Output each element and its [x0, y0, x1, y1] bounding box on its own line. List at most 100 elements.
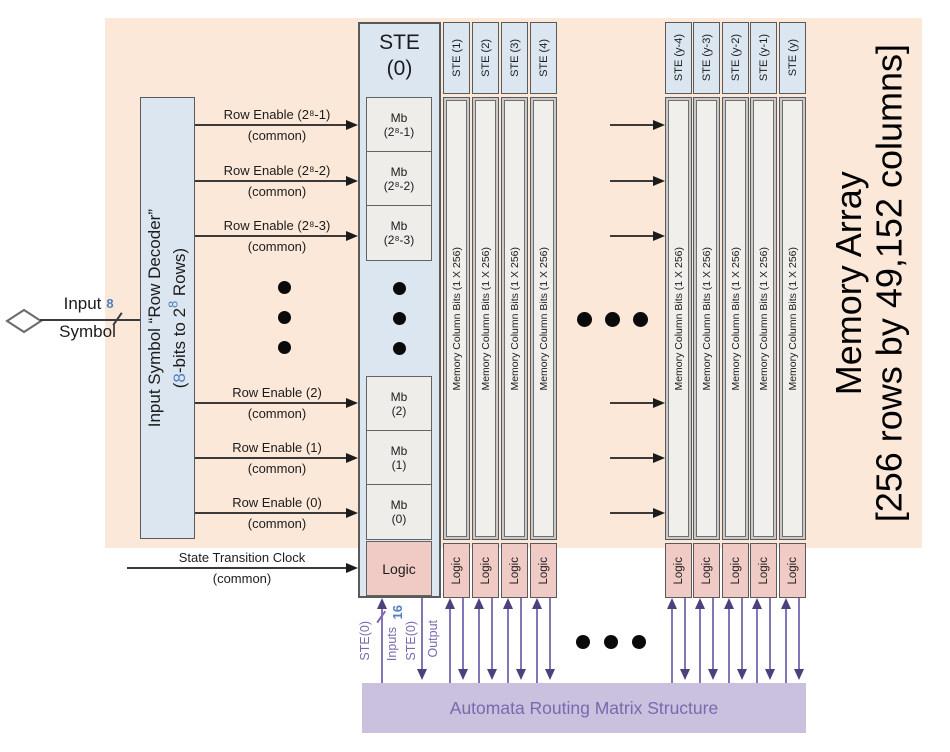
mb-cell: Mb(2)	[366, 376, 432, 432]
memory-column: Memory Column Bits (1 X 256)	[722, 97, 749, 540]
ste-column-logic: Logic	[530, 543, 557, 598]
ste-column-header: STE (y-4)	[665, 22, 692, 94]
input-symbol-line	[40, 319, 140, 321]
ste-column-logic: Logic	[750, 543, 777, 598]
memory-array-title: Memory Array	[828, 170, 870, 396]
row-enable-common: (common)	[247, 406, 307, 421]
symbol-label: Symbol	[59, 322, 116, 341]
ste-column-2: STE (2) Memory Column Bits (1 X 256) Log…	[472, 22, 499, 598]
mb-cell: Mb(1)	[366, 430, 432, 486]
ste-column-4: STE (4) Memory Column Bits (1 X 256) Log…	[530, 22, 557, 598]
ste-column-logic: Logic	[722, 543, 749, 598]
ste-column-y4: STE (y-4) Memory Column Bits (1 X 256) L…	[665, 22, 692, 598]
ste-column-1: STE (1) Memory Column Bits (1 X 256) Log…	[443, 22, 470, 598]
row-enable-label: Row Enable (1)	[232, 440, 322, 455]
row-enable-common: (common)	[247, 461, 307, 476]
routing-matrix-box: Automata Routing Matrix Structure	[362, 683, 806, 733]
memory-column: Memory Column Bits (1 X 256)	[472, 97, 499, 540]
row-enable-arrowhead	[346, 120, 358, 130]
ste-column-3: STE (3) Memory Column Bits (1 X 256) Log…	[501, 22, 528, 598]
row-enable-line	[195, 180, 347, 182]
row-decoder-line1: Input Symbol “Row Decoder”	[145, 208, 165, 428]
ste-column-header: STE (4)	[530, 22, 557, 94]
row-enable-line	[195, 457, 347, 459]
ste0-output-label-2: Output	[426, 620, 440, 658]
ellipsis-dot	[393, 282, 406, 295]
row-enable-label: Row Enable (2⁸-3)	[223, 218, 331, 233]
ellipsis-dot	[393, 312, 406, 325]
routing-matrix-label: Automata Routing Matrix Structure	[449, 697, 719, 718]
ste-column-header: STE (1)	[443, 22, 470, 94]
ste0-output-label-1: STE(0)	[404, 621, 418, 661]
row-enable-arrowhead	[346, 231, 358, 241]
memory-column: Memory Column Bits (1 X 256)	[750, 97, 777, 540]
input-symbol-diamond	[5, 308, 43, 334]
ste-column-header: STE (y)	[779, 22, 806, 94]
ste-column-y: STE (y) Memory Column Bits (1 X 256) Log…	[779, 22, 806, 598]
row-enable-line	[195, 512, 347, 514]
row-enable-arrowhead	[346, 508, 358, 518]
memory-column: Memory Column Bits (1 X 256)	[665, 97, 692, 540]
row-enable-line	[195, 402, 347, 404]
ste-column-header: STE (3)	[501, 22, 528, 94]
ste0-header-line2: (0)	[386, 57, 413, 81]
ste-column-header: STE (y-1)	[750, 22, 777, 94]
memory-column: Memory Column Bits (1 X 256)	[443, 97, 470, 540]
row-enable-label: Row Enable (0)	[232, 495, 322, 510]
memory-column: Memory Column Bits (1 X 256)	[501, 97, 528, 540]
row-enable-label: Row Enable (2⁸-1)	[223, 107, 331, 122]
row-enable-label: Row Enable (2⁸-2)	[223, 163, 331, 178]
ellipsis-dot	[393, 342, 406, 355]
ellipsis-dot	[577, 312, 592, 327]
ste-column-header: STE (2)	[472, 22, 499, 94]
mb-cell: Mb(2⁸-3)	[366, 205, 432, 261]
row-enable-common: (common)	[247, 128, 307, 143]
ellipsis-dot	[278, 311, 291, 324]
ste-column-logic: Logic	[693, 543, 720, 598]
ellipsis-dot	[604, 635, 618, 649]
ellipsis-dot	[632, 635, 646, 649]
ste-column-logic: Logic	[665, 543, 692, 598]
ste-column-header: STE (y-3)	[693, 22, 720, 94]
clock-line	[127, 567, 347, 569]
ste-column-y2: STE (y-2) Memory Column Bits (1 X 256) L…	[722, 22, 749, 598]
ste-column-logic: Logic	[501, 543, 528, 598]
row-decoder-line2: (8-bits to 28 Rows)	[165, 247, 190, 389]
ste0-logic: Logic	[366, 541, 432, 596]
ste0-header: STE (0)	[360, 30, 439, 83]
clock-common: (common)	[212, 571, 272, 586]
memory-column: Memory Column Bits (1 X 256)	[530, 97, 557, 540]
ste-column-header: STE (y-2)	[722, 22, 749, 94]
memory-array-dimensions: [256 rows by 49,152 columns]	[869, 43, 910, 523]
ellipsis-dot	[605, 312, 620, 327]
ellipsis-dot	[576, 635, 590, 649]
mb-cell: Mb(0)	[366, 484, 432, 540]
row-enable-line	[195, 235, 347, 237]
row-enable-arrowhead	[346, 398, 358, 408]
memory-column: Memory Column Bits (1 X 256)	[693, 97, 720, 540]
row-enable-common: (common)	[247, 239, 307, 254]
row-enable-arrowhead	[346, 176, 358, 186]
ste-column-logic: Logic	[443, 543, 470, 598]
ste0-column: STE (0) Mb(2⁸-1) Mb(2⁸-2) Mb(2⁸-3) Mb(2)…	[358, 22, 441, 598]
ellipsis-dot	[278, 281, 291, 294]
row-enable-common: (common)	[247, 184, 307, 199]
ste-column-logic: Logic	[779, 543, 806, 598]
ste-column-y3: STE (y-3) Memory Column Bits (1 X 256) L…	[693, 22, 720, 598]
row-decoder-box: Input Symbol “Row Decoder” (8-bits to 28…	[140, 97, 195, 539]
ellipsis-dot	[633, 312, 648, 327]
clock-label: State Transition Clock	[178, 550, 306, 565]
ste-column-y1: STE (y-1) Memory Column Bits (1 X 256) L…	[750, 22, 777, 598]
mb-cell: Mb(2⁸-1)	[366, 97, 432, 153]
input-label: Input	[63, 294, 102, 313]
mb-cell: Mb(2⁸-2)	[366, 151, 432, 207]
ste0-header-line1: STE	[379, 31, 420, 54]
ste0-input-bus-width: 16	[389, 604, 405, 620]
ste0-inputs-label-1: STE(0)	[358, 621, 372, 661]
row-enable-label: Row Enable (2)	[232, 385, 322, 400]
row-enable-arrowhead	[346, 453, 358, 463]
input-bus-width: 8	[106, 296, 114, 311]
memory-column: Memory Column Bits (1 X 256)	[779, 97, 806, 540]
clock-arrowhead	[346, 563, 358, 573]
